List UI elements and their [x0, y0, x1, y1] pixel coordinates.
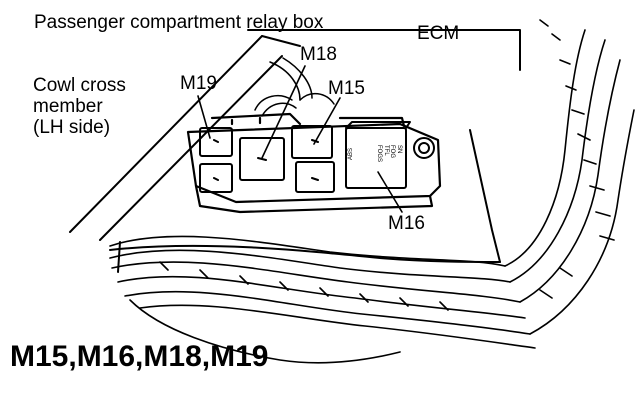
leader-m15: [313, 97, 341, 145]
connector-m18-label: M18: [300, 44, 337, 65]
ecm-label: ECM: [417, 23, 460, 44]
relay-mark-tfl: TFLFOGS: [376, 145, 389, 162]
connector-m15-label: M15: [328, 78, 365, 99]
leader-lines: [197, 65, 403, 213]
relay-box-label: Passenger compartment relay box: [34, 12, 324, 33]
relay-mark-fog: SNFOG: [389, 145, 402, 158]
harness-top-bundle: [254, 57, 335, 117]
leader-m19: [197, 95, 211, 139]
leader-m18: [261, 65, 306, 159]
connector-m16-label: M16: [388, 213, 425, 234]
connector-m19-label: M19: [180, 73, 217, 94]
figure-caption: M15,M16,M18,M19: [10, 340, 269, 373]
relay-sockets: [199, 121, 435, 193]
relay-markings: TFLFOGS SNFOG ABS: [348, 145, 402, 162]
relay-mark-abs: ABS: [348, 148, 354, 160]
leader-m16: [377, 171, 403, 213]
cowl-member-label: Cowl cross member (LH side): [33, 75, 126, 138]
wiring-harness: [109, 19, 635, 364]
dashboard-trim: [109, 29, 521, 263]
